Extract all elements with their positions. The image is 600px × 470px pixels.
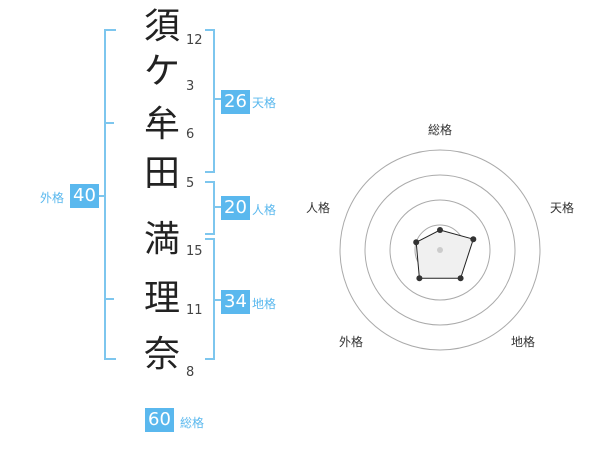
radar-ring-2 xyxy=(389,199,491,301)
radar-axis-label-chikaku: 地格 xyxy=(511,335,536,349)
tenkaku-label: 天格 xyxy=(252,96,277,110)
jinkaku-value-badge: 20 xyxy=(221,196,250,220)
stroke-count-3: 6 xyxy=(186,127,195,142)
chikaku-value-badge: 34 xyxy=(221,290,250,314)
radar-point-4 xyxy=(416,275,423,282)
radar-ring-3 xyxy=(364,174,516,326)
radar-axis-label-jinkaku: 人格 xyxy=(306,201,331,215)
tenkaku-bracket xyxy=(205,29,215,173)
gaikaku-tick-2 xyxy=(104,298,114,300)
chikaku-connector xyxy=(215,299,223,301)
jinkaku-bracket xyxy=(205,181,215,235)
stroke-count-5: 15 xyxy=(186,244,203,259)
stroke-count-6: 11 xyxy=(186,303,203,318)
chikaku-bracket xyxy=(205,238,215,360)
radar-point-3 xyxy=(457,275,464,282)
chikaku-label: 地格 xyxy=(252,297,277,311)
radar-point-1 xyxy=(437,227,443,233)
gaikaku-bracket xyxy=(104,29,116,360)
name-char-6: 理 xyxy=(143,278,180,319)
radar-polygon xyxy=(415,229,474,279)
radar-point-2 xyxy=(470,236,477,243)
gaikaku-tick-1 xyxy=(104,122,114,124)
name-char-4: 田 xyxy=(143,153,180,194)
name-char-3: 牟 xyxy=(143,104,180,145)
gaikaku-connector xyxy=(96,195,106,197)
gaikaku-value-badge: 40 xyxy=(70,184,99,208)
jinkaku-connector xyxy=(215,206,223,208)
stroke-count-1: 12 xyxy=(186,33,203,48)
tenkaku-connector xyxy=(215,98,223,100)
name-char-5: 満 xyxy=(143,219,180,260)
name-char-1: 須 xyxy=(143,6,180,47)
tenkaku-value-badge: 26 xyxy=(221,90,250,114)
soukaku-label: 総格 xyxy=(180,416,205,430)
stroke-count-4: 5 xyxy=(186,176,195,191)
stroke-count-2: 3 xyxy=(186,79,195,94)
soukaku-value-badge: 60 xyxy=(145,408,174,432)
radar-chart xyxy=(339,149,541,351)
radar-axis-label-tenkaku: 天格 xyxy=(550,201,575,215)
radar-ring-4 xyxy=(339,149,541,351)
radar-axis-label-gaikaku: 外格 xyxy=(339,335,364,349)
radar-point-5 xyxy=(413,239,420,246)
name-char-7: 奈 xyxy=(143,334,180,375)
stroke-count-7: 8 xyxy=(186,365,195,380)
name-char-2: ケ xyxy=(143,51,180,92)
jinkaku-label: 人格 xyxy=(252,203,277,217)
radar-axis-label-soukaku: 総格 xyxy=(428,123,453,137)
gaikaku-label: 外格 xyxy=(40,191,65,205)
radar-center-dot xyxy=(437,247,443,253)
